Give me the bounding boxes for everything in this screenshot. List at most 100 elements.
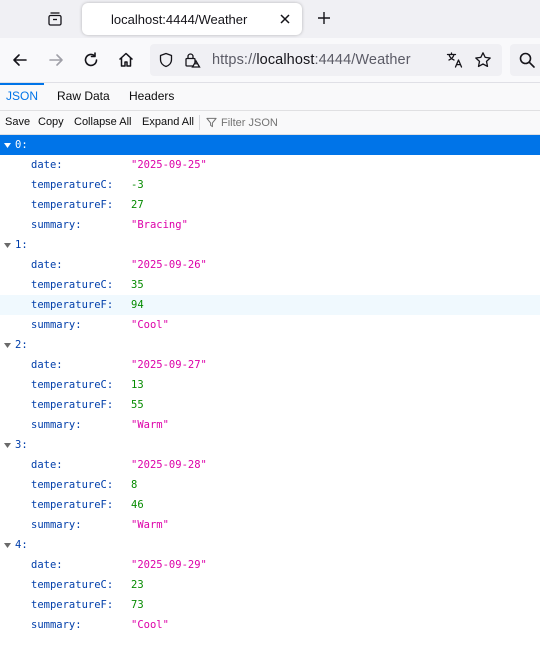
collapse-all-button[interactable]: Collapse All (74, 116, 132, 128)
tree-row-index[interactable]: 0: (0, 135, 540, 155)
json-viewer-tabs: JSON Raw Data Headers (0, 83, 540, 111)
url-host: localhost (256, 52, 315, 68)
field-key: temperatureC: (31, 579, 114, 591)
field-value: 94 (131, 299, 144, 311)
field-value: "Warm" (131, 419, 169, 431)
field-value: "2025-09-26" (131, 259, 207, 271)
tree-row-index[interactable]: 4: (0, 535, 540, 555)
field-key: summary: (31, 319, 82, 331)
copy-button[interactable]: Copy (38, 116, 64, 128)
tree-row[interactable]: temperatureC:13 (0, 375, 540, 395)
tree-row[interactable]: temperatureC:8 (0, 475, 540, 495)
field-value: "2025-09-29" (131, 559, 207, 571)
field-value: 55 (131, 399, 144, 411)
tree-row[interactable]: summary: "Bracing" (0, 215, 540, 235)
tab-strip: localhost:4444/Weather (0, 0, 540, 38)
url-scheme: https:// (212, 52, 257, 68)
tree-row[interactable]: temperatureC:23 (0, 575, 540, 595)
index-key: 4: (15, 539, 28, 551)
field-key: temperatureF: (31, 299, 114, 311)
tree-row[interactable]: temperatureC: -3 (0, 175, 540, 195)
expand-toggle-icon[interactable] (3, 435, 12, 455)
tab-headers[interactable]: Headers (129, 89, 175, 103)
field-value: 73 (131, 599, 144, 611)
json-tree: 0: date: "2025-09-25" temperatureC: -3 tem… (0, 135, 540, 635)
filter-funnel-icon (206, 117, 217, 128)
tree-row[interactable]: date: "2025-09-28" (0, 455, 540, 475)
tree-row[interactable]: date: "2025-09-26" (0, 255, 540, 275)
search-button[interactable] (510, 44, 540, 76)
field-key: summary: (31, 219, 82, 231)
tree-row[interactable]: temperatureF: 73 (0, 595, 540, 615)
field-key: temperatureC: (31, 279, 114, 291)
tree-row[interactable]: temperatureC: 35 (0, 275, 540, 295)
tree-row[interactable]: date: "2025-09-29" (0, 555, 540, 575)
field-key: temperatureC: (31, 179, 114, 191)
tree-row[interactable]: temperatureF:46 (0, 495, 540, 515)
tree-row-hovered[interactable]: temperatureF: 94 (0, 295, 540, 315)
tree-row[interactable]: summary:"Warm" (0, 515, 540, 535)
field-key: date: (31, 559, 63, 571)
tab-json[interactable]: JSON (0, 83, 45, 110)
field-value: "Cool" (131, 619, 169, 631)
field-key: summary: (31, 519, 82, 531)
translate-icon[interactable] (446, 51, 464, 69)
save-button[interactable]: Save (5, 116, 31, 128)
field-value: 46 (131, 499, 144, 511)
field-key: temperatureF: (31, 199, 114, 211)
json-toolbar: Save Copy Collapse All Expand All Filter… (0, 111, 540, 135)
tree-row[interactable]: summary: "Cool" (0, 315, 540, 335)
expand-toggle-icon[interactable] (3, 135, 12, 155)
close-tab-icon[interactable] (276, 10, 294, 28)
tree-row[interactable]: date: "2025-09-25" (0, 155, 540, 175)
field-key: temperatureF: (31, 599, 114, 611)
tree-row-index[interactable]: 2: (0, 335, 540, 355)
url-text: https://localhost:4444/Weather (212, 52, 411, 68)
expand-toggle-icon[interactable] (3, 535, 12, 555)
url-bar[interactable]: https://localhost:4444/Weather (150, 44, 502, 76)
tab-list-icon[interactable] (40, 6, 70, 32)
tree-row[interactable]: summary: "Warm" (0, 415, 540, 435)
site-security-lock-icon[interactable] (183, 51, 201, 69)
tree-row[interactable]: temperatureF: 27 (0, 195, 540, 215)
field-key: summary: (31, 419, 82, 431)
field-key: temperatureF: (31, 399, 114, 411)
url-path: :4444/Weather (314, 52, 411, 68)
forward-arrow-icon[interactable] (44, 48, 68, 72)
field-key: date: (31, 159, 63, 171)
filter-json-input[interactable]: Filter JSON (206, 115, 278, 130)
tab-title: localhost:4444/Weather (111, 12, 248, 27)
reload-icon[interactable] (79, 48, 103, 72)
tree-row-index[interactable]: 1: (0, 235, 540, 255)
field-key: date: (31, 259, 63, 271)
bookmark-star-icon[interactable] (474, 51, 492, 69)
field-value: "Bracing" (131, 219, 188, 231)
field-value: "2025-09-28" (131, 459, 207, 471)
index-key: 1: (15, 239, 28, 251)
field-value: 8 (131, 479, 138, 491)
field-value: 35 (131, 279, 144, 291)
index-key: 3: (15, 439, 28, 451)
field-value: "Cool" (131, 319, 169, 331)
tree-row[interactable]: summary: "Cool" (0, 615, 540, 635)
field-key: date: (31, 459, 63, 471)
expand-toggle-icon[interactable] (3, 235, 12, 255)
toolbar-divider (199, 115, 200, 130)
new-tab-icon[interactable] (313, 7, 335, 29)
tab-raw-data[interactable]: Raw Data (57, 89, 110, 103)
back-arrow-icon[interactable] (8, 48, 32, 72)
tree-row[interactable]: date:"2025-09-27" (0, 355, 540, 375)
home-icon[interactable] (114, 48, 138, 72)
field-value: "2025-09-25" (131, 159, 207, 171)
field-key: summary: (31, 619, 82, 631)
expand-all-button[interactable]: Expand All (142, 116, 194, 128)
field-value: 13 (131, 379, 144, 391)
field-value: -3 (131, 179, 144, 191)
active-tab[interactable]: localhost:4444/Weather (82, 3, 302, 35)
expand-toggle-icon[interactable] (3, 335, 12, 355)
field-value: 27 (131, 199, 144, 211)
tree-row-index[interactable]: 3: (0, 435, 540, 455)
tree-row[interactable]: temperatureF: 55 (0, 395, 540, 415)
tracking-protection-shield-icon[interactable] (157, 51, 175, 69)
search-icon (519, 52, 535, 68)
